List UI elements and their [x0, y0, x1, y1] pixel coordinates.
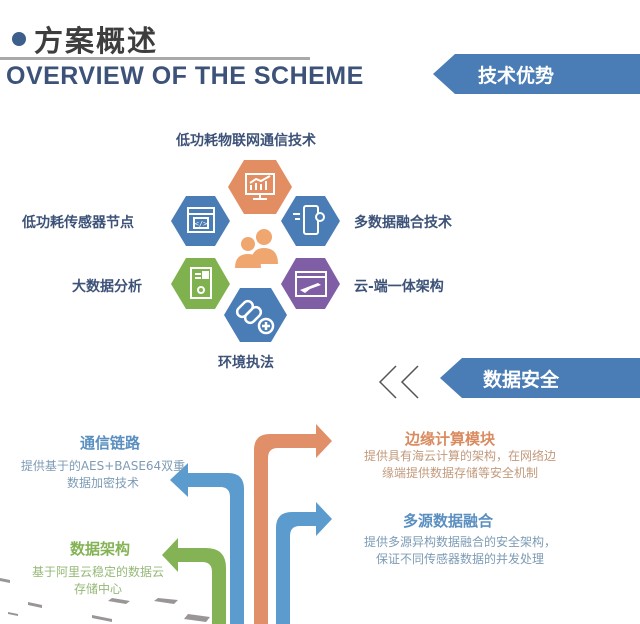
- advantages-banner: 技术优势: [433, 54, 640, 94]
- desc-line: 保证不同传感器数据的并发处理: [375, 552, 544, 566]
- airplane-window-icon: [295, 271, 327, 297]
- page-title: 方案概述: [34, 24, 159, 58]
- hex-communication: [228, 160, 292, 214]
- document-gear-icon: [190, 267, 212, 299]
- security-banner-label: 数据安全: [483, 368, 560, 391]
- desc-line: 提供多源异构数据融合的安全架构，: [363, 535, 556, 549]
- title-bullet: [12, 32, 26, 46]
- desc-line: 数据加密技术: [66, 476, 139, 490]
- hex-cloud-edge: [281, 258, 340, 309]
- advantage-label-enforcement: 环境执法: [218, 355, 274, 371]
- security-title-data-architecture: 数据架构: [69, 540, 130, 558]
- phone-gear-icon: [293, 205, 325, 235]
- desc-line: 基于阿里云稳定的数据云: [31, 565, 164, 579]
- arrow-edge-computing: [254, 424, 332, 624]
- security-desc-multi-source-fusion: 提供多源异构数据融合的安全架构， 保证不同传感器数据的并发处理: [330, 534, 590, 568]
- link-plus-icon: [235, 299, 275, 335]
- security-title-communication-link: 通信链路: [79, 434, 140, 452]
- title-divider: [0, 57, 310, 60]
- hex-data-fusion: [281, 196, 340, 246]
- chart-monitor-icon: [245, 173, 275, 200]
- arrow-data-architecture: [162, 538, 226, 624]
- desc-line: 提供基于的AES+BASE64双重: [20, 459, 186, 473]
- advantage-label-big-data: 大数据分析: [72, 279, 142, 295]
- desc-line: 存储中心: [73, 582, 122, 596]
- security-banner: 数据安全: [440, 358, 640, 398]
- security-title-multi-source-fusion: 多源数据融合: [402, 512, 493, 530]
- hex-sensor-node: </>: [171, 196, 230, 246]
- advantage-label-cloud-edge: 云-端一体架构: [354, 279, 444, 295]
- users-icon: [235, 229, 278, 268]
- hex-big-data: [171, 258, 230, 309]
- double-chevron-left-icon: [378, 365, 419, 399]
- hex-enforcement: [224, 288, 287, 342]
- arrow-communication-link: [170, 463, 244, 624]
- advantage-label-sensor-node: 低功耗传感器节点: [22, 215, 134, 231]
- security-desc-data-architecture: 基于阿里云稳定的数据云 存储中心: [8, 564, 188, 598]
- desc-line: 提供具有海云计算的架构，在网络边: [363, 449, 556, 463]
- desc-line: 缘端提供数据存储等安全机制: [381, 466, 538, 480]
- advantage-label-communication: 低功耗物联网通信技术: [176, 133, 316, 149]
- security-desc-edge-computing: 提供具有海云计算的架构，在网络边 缘端提供数据存储等安全机制: [330, 448, 590, 482]
- code-window-icon: [187, 207, 215, 233]
- svg-text:</>: </>: [195, 220, 208, 228]
- security-title-edge-computing: 边缘计算模块: [404, 430, 495, 448]
- arrow-multi-source-fusion: [276, 502, 332, 624]
- security-desc-communication-link: 提供基于的AES+BASE64双重 数据加密技术: [8, 458, 198, 492]
- page-subtitle: OVERVIEW OF THE SCHEME: [6, 62, 364, 90]
- floor-stripes: [0, 578, 210, 622]
- advantages-banner-label: 技术优势: [478, 64, 555, 87]
- advantage-label-data-fusion: 多数据融合技术: [354, 215, 452, 231]
